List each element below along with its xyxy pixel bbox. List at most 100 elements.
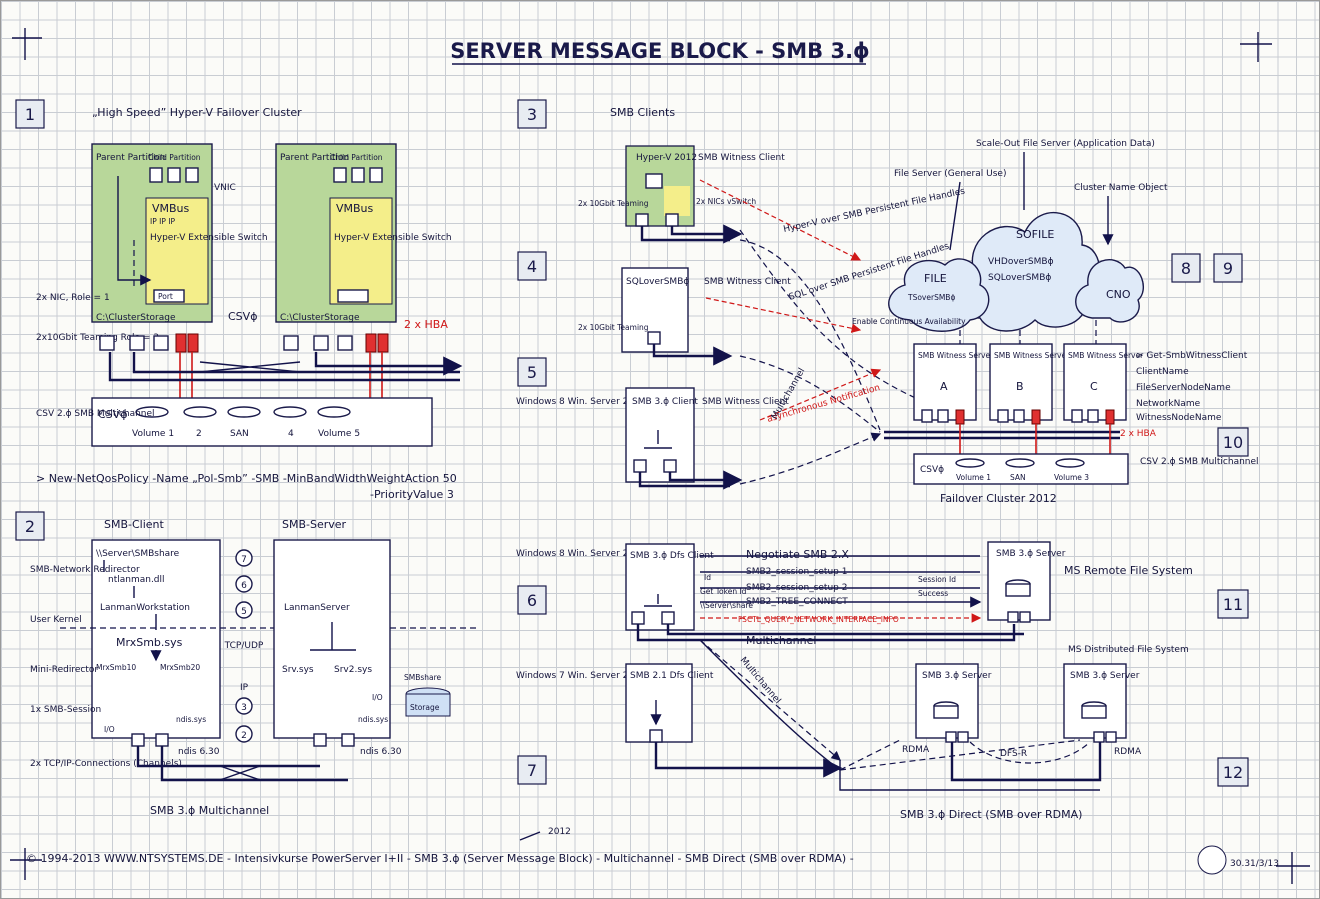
hba-label: 2 x HBA [404,318,448,331]
svg-text:SMB Witness Server: SMB Witness Server [994,351,1070,360]
cno-label: CNO [1106,288,1131,301]
win7-label: Windows 7 Win. Server 2008 R2 [516,671,660,681]
volume-2: 2 [196,429,202,439]
parent-partition-label: Parent Partition [96,153,165,163]
side-label-mini-redirector: Mini-Redirector [30,665,98,675]
ndis-sys: ndis.sys [176,715,206,724]
get-witness-command: > Get-SmbWitnessClient ClientName FileSe… [1136,351,1248,423]
smb-server-stack: LanmanServer Srv.sys Srv2.sys ndis.sys [273,539,391,739]
teaming-label-1: 2x 10Gbit Teaming [578,199,649,208]
section-number-12: 12 [1217,757,1249,787]
svg-text:Id: Id [704,573,711,582]
teaming-label-2: 2x 10Gbit Teaming [578,323,649,332]
svg-text:WitnessNodeName: WitnessNodeName [1136,413,1222,423]
volume-1: Volume 1 [132,429,174,439]
section-number-4: 4 [517,251,547,281]
dfsr-label: DFS-R [1000,749,1027,759]
svg-text:> Get-SmbWitnessClient: > Get-SmbWitnessClient [1136,351,1248,361]
svg-text:7: 7 [241,555,247,565]
svg-text:NetworkName: NetworkName [1136,399,1201,409]
hyperv-node-2: Parent Partition Child Partition VMBus H… [275,143,452,323]
section-number-3: 3 [517,99,547,129]
section-number-7: 7 [517,755,547,785]
rdma-label-b: RDMA [1114,747,1142,757]
svg-text:Volume 1: Volume 1 [956,473,991,482]
svg-text:2: 2 [241,731,247,741]
hyperv-client-box: Hyper-V 2012 [625,145,697,227]
smbshare-label: SMBshare [404,673,442,682]
svg-text:6: 6 [241,581,247,591]
vhd-over-smb: VHDoverSMBϕ [988,257,1054,267]
author-avatar [1197,845,1227,875]
switch-label: Hyper-V Extensible Switch [150,233,268,243]
remote-fs-label: MS Remote File System [1064,564,1193,577]
vmbus-label: VMBus [152,202,190,215]
svg-text:\\Server\share: \\Server\share [700,601,753,610]
sofs-label: Scale-Out File Server (Application Data) [976,139,1155,149]
multichannel-label-3: Multichannel [738,656,783,707]
share-path: \\Server\SMBshare [96,549,180,559]
svg-text:CSVϕ: CSVϕ [920,465,944,475]
smb3-server-a-label: SMB 3.ϕ Server [922,671,992,681]
section-number-1: 1 [15,99,45,129]
smb-client-heading: SMB-Client [104,518,165,531]
s1-heading: „High Speed” Hyper-V Failover Cluster [92,106,302,119]
svg-text:SMB Witness Server: SMB Witness Server [1068,351,1144,360]
smb3-server-a: SMB 3.ϕ Server [915,663,992,743]
svg-text:B: B [1016,380,1024,393]
hyperv-over-smb-label: Hyper-V over SMB Persistent File Handles [783,187,967,235]
csv-storage-box: CSVϕ Volume 1 2 SAN 4 Volume 5 [91,397,433,447]
svg-text:9: 9 [1223,259,1233,278]
ts-over-smb: TSoverSMBϕ [907,293,955,302]
osi-layers: 7 6 5 TCP/UDP IP 3 2 [224,549,264,743]
svg-text:IP: IP [240,683,249,693]
svg-text:FileServerNodeName: FileServerNodeName [1136,383,1231,393]
page-title: SERVER MESSAGE BLOCK - SMB 3.ϕ [450,39,870,63]
smb3-server-b-label: SMB 3.ϕ Server [1070,671,1140,681]
svg-text:TCP/UDP: TCP/UDP [224,641,264,651]
svg-text:7: 7 [527,761,537,780]
s2-multichannel-caption: SMB 3.ϕ Multichannel [150,804,269,817]
witness-client-1: SMB Witness Client [698,153,785,163]
svg-text:SMB Witness Server: SMB Witness Server [918,351,994,360]
svg-text:1: 1 [25,105,35,124]
cluster-csv-label: CSV 2.ϕ SMB Multichannel [1140,457,1259,467]
smb-direct-caption: SMB 3.ϕ Direct (SMB over RDMA) [900,808,1082,821]
side-label-user-kernel: User Kernel [30,615,82,625]
section-number-6: 6 [517,585,547,615]
svg-text:11: 11 [1223,595,1243,614]
multichannel-label-2: Multichannel [746,634,816,647]
srv-sys: Srv.sys [282,665,314,675]
hba-label-2: 2 x HBA [1120,429,1157,439]
svg-text:Volume 3: Volume 3 [1054,473,1089,482]
failover-cluster-label: Failover Cluster 2012 [940,492,1057,505]
volume-san: SAN [230,429,249,439]
lanman-server: LanmanServer [284,603,350,613]
section-number-11: 11 [1217,589,1249,619]
volume-5: Volume 5 [318,429,360,439]
side-label-smb-session: 1x SMB-Session [30,705,101,715]
smb21-client-label: SMB 2.1 Dfs Client [630,671,714,681]
section-number-8: 8 [1171,253,1201,283]
rdma-label-a: RDMA [902,745,930,755]
switch-label-2: Hyper-V Extensible Switch [334,233,452,243]
cluster-storage-label-2: C:\ClusterStorage [280,313,360,323]
ip-label: IP IP IP [150,217,175,226]
svg-text:8: 8 [1181,259,1191,278]
section-number-5: 5 [517,357,547,387]
svg-text:6: 6 [527,591,537,610]
svg-text:ClientName: ClientName [1136,367,1189,377]
witness-server-b: SMB Witness Server B [989,343,1070,425]
smb-client-stack: \\Server\SMBshare ntlanman.dll LanmanWor… [60,539,480,739]
witness-client-2: SMB Witness Client [704,277,791,287]
enable-ca-label: Enable Continuous Availability [852,317,966,326]
witness-server-c: SMB Witness Server C [1063,343,1144,425]
smb3-client-label: SMB 3.ϕ Client [632,397,698,407]
smb3-server-label: SMB 3.ϕ Server [996,549,1066,559]
smb-clients-heading: SMB Clients [610,106,675,119]
mrxsmb10: MrxSmb10 [96,663,136,672]
child-partition-label-2: Child Partition [330,153,383,162]
svg-text:3: 3 [241,703,247,713]
lanman-workstation: LanmanWorkstation [100,603,190,613]
